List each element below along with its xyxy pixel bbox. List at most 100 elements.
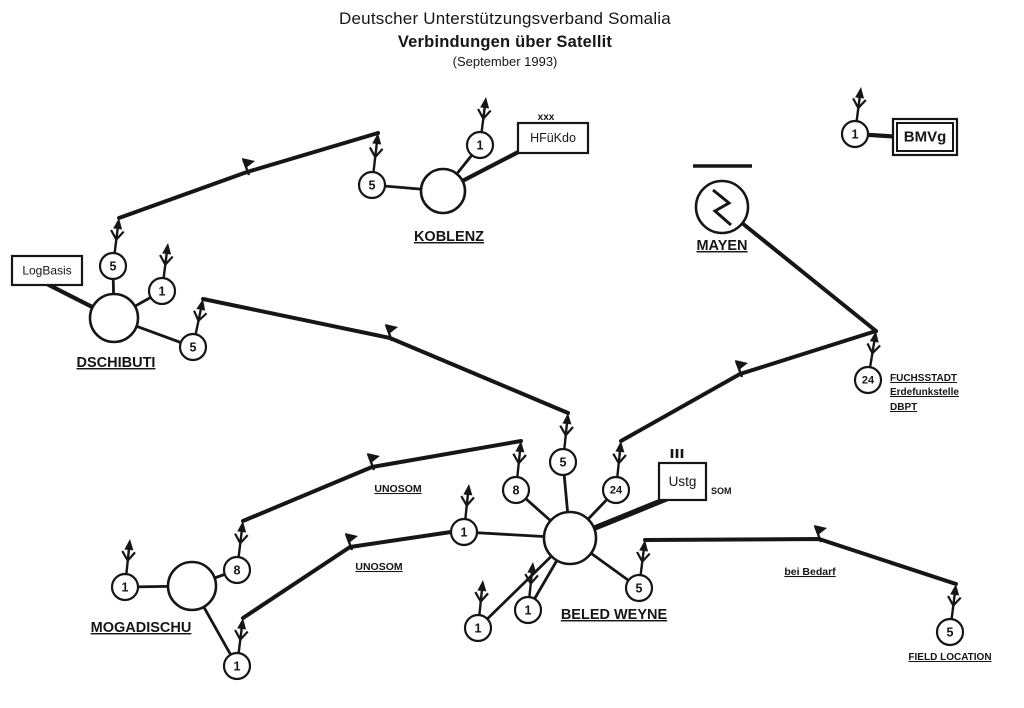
- antenna-icon: [110, 218, 125, 255]
- station-node-dschibuti: [88, 292, 140, 344]
- terminal-node-koblenz-5: 5: [357, 133, 387, 200]
- trunk-flag-icon: [344, 533, 358, 551]
- text-label-beled-weyne: BELED WEYNE: [561, 607, 668, 623]
- channel-count-label: 1: [525, 604, 532, 618]
- station-node-beled-weyne: [542, 510, 598, 566]
- antenna-icon: [159, 243, 174, 280]
- terminal-node-mogadischu-8: 8: [222, 521, 252, 585]
- antenna-icon: [947, 584, 962, 621]
- terminal-node-mogadischu-1-west: 1: [110, 539, 140, 602]
- text-label-mogadischu: MOGADISCHU: [91, 620, 192, 636]
- terminal-node-dschibuti-5-nord: 5: [98, 218, 128, 281]
- terminal-node-beled-weyne-24: 24: [601, 441, 631, 505]
- trunk-link-mayen-fuchsstadt: [740, 221, 878, 333]
- terminal-node-beled-weyne-1-sued-aussen: 1: [463, 580, 493, 643]
- title-line-3: (September 1993): [452, 54, 558, 70]
- text-label-unosom-2: UNOSOM: [355, 561, 403, 573]
- antenna-icon: [612, 441, 627, 479]
- antenna-icon: [636, 540, 651, 577]
- terminal-node-bmvg-1: 1: [840, 87, 870, 149]
- text-label-som: SOM: [711, 486, 732, 496]
- diagram-title: Deutscher Unterstützungsverband Somalia …: [0, 8, 1010, 71]
- antenna-icon: [234, 521, 249, 559]
- channel-count-label: 1: [159, 285, 166, 299]
- unit-box-logbasis: LogBasis: [10, 254, 84, 287]
- terminal-node-koblenz-1: 1: [465, 97, 495, 160]
- text-label-unosom-1: UNOSOM: [374, 483, 422, 495]
- text-label-field-location: FIELD LOCATION: [908, 652, 991, 663]
- antenna-icon: [559, 413, 574, 451]
- unit-box-label-ustg: Ustg: [669, 474, 697, 489]
- text-label-dbpt: DBPT: [890, 402, 917, 413]
- channel-count-label: 5: [947, 626, 954, 640]
- text-label-xxx: xxx: [538, 112, 555, 123]
- trunk-flag-icon: [734, 360, 748, 378]
- terminal-node-field-location-5: 5: [935, 584, 965, 647]
- antenna-icon: [460, 484, 475, 521]
- echelon-bars-icon: [670, 449, 684, 458]
- antenna-icon: [866, 331, 881, 369]
- terminal-node-dschibuti-5-ost: 5: [178, 299, 208, 362]
- channel-count-label: 1: [122, 581, 129, 595]
- channel-count-label: 5: [636, 582, 643, 596]
- unit-box-label-hfukdo: HFüKdo: [530, 131, 576, 145]
- text-label-erdefunkstelle: Erdefunkstelle: [890, 387, 959, 398]
- antenna-icon: [852, 87, 867, 123]
- station-node-koblenz: [419, 167, 467, 215]
- unit-box-label-bmvg: BMVg: [904, 129, 947, 146]
- title-line-2: Verbindungen über Satellit: [397, 32, 613, 51]
- relay-station-mayen: [693, 164, 752, 235]
- terminal-node-beled-weyne-5-nord: 5: [548, 413, 578, 477]
- channel-count-label: 8: [513, 484, 520, 498]
- channel-count-label: 1: [852, 128, 859, 142]
- channel-count-label: 5: [110, 260, 117, 274]
- trunk-link-unosom-sued-mogadischu-beled-weyne: [241, 530, 453, 620]
- antenna-icon: [474, 580, 489, 617]
- trunk-link-fuchsstadt-beled-weyne: [619, 329, 878, 443]
- trunk-flag-icon: [384, 324, 398, 342]
- text-label-dschibuti: DSCHIBUTI: [77, 355, 156, 371]
- text-label-fuchsstadt: FUCHSSTADT: [890, 373, 957, 384]
- channel-count-label: 1: [477, 139, 484, 153]
- trunk-flag-icon: [813, 525, 827, 543]
- antenna-icon: [368, 133, 384, 174]
- unit-box-label-logbasis: LogBasis: [22, 264, 71, 278]
- text-label-bei-bedarf: bei Bedarf: [784, 566, 836, 578]
- unit-box-bmvg: BMVg: [891, 117, 959, 157]
- trunk-link-dschibuti-beled-weyne: [201, 297, 570, 415]
- channel-count-label: 8: [234, 564, 241, 578]
- lightning-icon: [712, 188, 732, 227]
- terminal-node-dschibuti-1: 1: [147, 243, 177, 306]
- antenna-icon: [524, 562, 539, 599]
- antenna-icon: [121, 539, 136, 576]
- antenna-icon: [512, 441, 527, 479]
- station-node-mogadischu: [166, 560, 218, 612]
- terminal-node-beled-weyne-1-west: 1: [449, 484, 479, 547]
- channel-count-label: 24: [862, 375, 875, 387]
- text-label-koblenz: KOBLENZ: [414, 229, 484, 245]
- channel-count-label: 1: [475, 622, 482, 636]
- trunk-link-unosom-nord-mogadischu-beled-weyne: [241, 439, 523, 523]
- trunk-flag-icon: [366, 453, 380, 471]
- unit-box-hfukdo: HFüKdo: [516, 121, 590, 155]
- terminal-node-mogadischu-1-sued: 1: [222, 618, 252, 681]
- terminal-node-beled-weyne-1-sued-innen: 1: [513, 562, 543, 625]
- antenna-icon: [193, 299, 208, 336]
- channel-count-label: 5: [369, 179, 376, 193]
- channel-count-label: 5: [190, 341, 197, 355]
- trunk-link-dschibuti-koblenz: [117, 131, 380, 220]
- marks-layer: [241, 158, 827, 551]
- channel-count-label: 1: [461, 526, 468, 540]
- channel-count-label: 24: [610, 485, 623, 497]
- antenna-icon: [477, 97, 492, 134]
- channel-count-label: 5: [560, 456, 567, 470]
- title-line-1: Deutscher Unterstützungsverband Somalia: [339, 9, 671, 28]
- terminal-node-beled-weyne-5-ost: 5: [624, 540, 654, 603]
- channel-count-label: 1: [234, 660, 241, 674]
- terminal-node-fuchsstadt-24: 24: [853, 331, 883, 395]
